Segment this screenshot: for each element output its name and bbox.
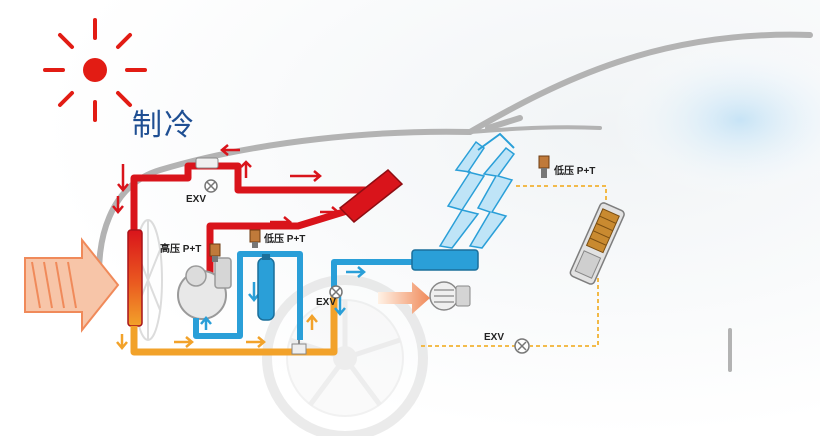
evaporator-box (411, 249, 479, 271)
exv-top-label: EXV (186, 194, 207, 205)
condenser (127, 229, 143, 327)
exv-mid-label: EXV (316, 297, 337, 308)
exv-top-valve (195, 157, 219, 193)
high-pressure-sensor-icon (209, 243, 221, 262)
low-pressure-sensor-2-label: 低压 P+T (554, 166, 596, 177)
low-pressure-sensor-1-icon (249, 229, 261, 248)
exv-mid-valve (329, 285, 343, 299)
exv-bottom-valve (514, 338, 530, 354)
exv-bottom-label: EXV (484, 332, 505, 343)
low-pressure-refrigerant-lines (193, 251, 412, 340)
blower-icon (429, 281, 471, 311)
heat-exchanger-top (338, 168, 404, 224)
cold-air-flow-icon (438, 132, 516, 249)
car-body-outline (96, 31, 813, 372)
low-pressure-sensor-2-icon (538, 155, 550, 178)
flow-arrows-hot (112, 144, 340, 228)
compressor (177, 257, 232, 320)
flow-arrows-warm (116, 314, 318, 350)
blower-inlet-arrow-icon (378, 282, 430, 314)
mode-title: 制冷 (132, 108, 196, 143)
outside-air-arrow-icon (24, 237, 120, 333)
cabin-cool-glow (610, 40, 820, 200)
junction-valve (291, 340, 307, 355)
rear-hvac-module (569, 202, 625, 285)
accumulator (257, 254, 275, 321)
low-pressure-sensor-1-label: 低压 P+T (264, 234, 306, 245)
high-pressure-refrigerant-lines (130, 162, 380, 290)
high-pressure-sensor-label: 高压 P+T (160, 244, 202, 255)
sun-icon (43, 18, 147, 122)
